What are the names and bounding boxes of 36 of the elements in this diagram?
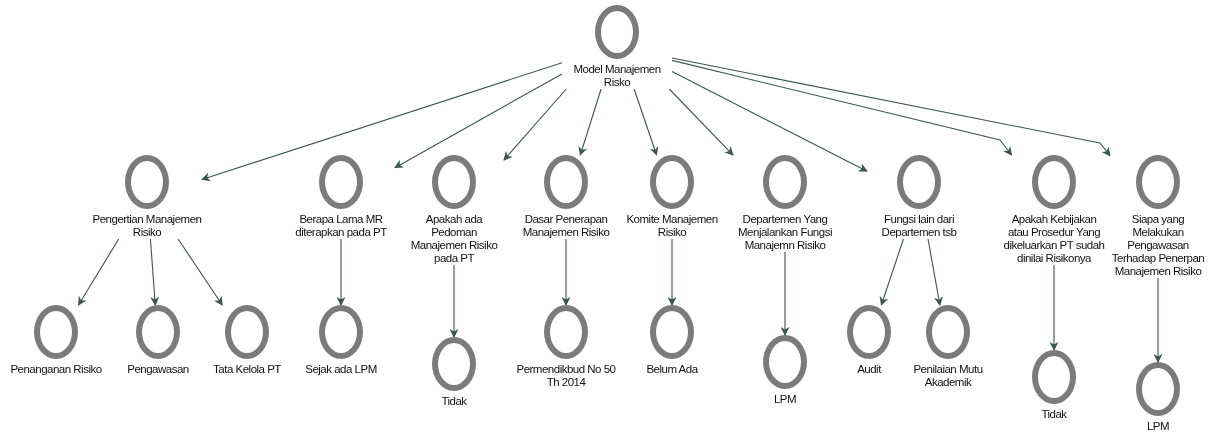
node-label: Permendikbud No 50 Th 2014 <box>516 363 616 389</box>
arrow <box>879 238 904 306</box>
node-label: Penanganan Risiko <box>10 363 102 376</box>
node-label: LPM <box>1146 420 1170 433</box>
node-label: Tata Kelola PT <box>213 363 281 376</box>
arrow <box>667 238 677 306</box>
arrow <box>671 59 1013 156</box>
arrow <box>561 238 571 306</box>
arrow <box>668 88 734 156</box>
arrow <box>1049 264 1059 351</box>
node-label: Tidak <box>441 395 467 408</box>
node-label: Pengawasan <box>127 363 189 376</box>
arrow <box>1153 277 1163 363</box>
arrow <box>578 88 602 156</box>
arrow <box>77 238 120 306</box>
arrow <box>671 71 868 172</box>
node-label: Belum Ada <box>646 363 698 376</box>
arrow <box>780 251 790 336</box>
node-label: Model Manajemen Risko <box>562 63 672 89</box>
arrow <box>149 238 160 306</box>
arrow <box>449 264 459 338</box>
arrow <box>201 62 563 182</box>
arrow <box>633 88 659 156</box>
arrow <box>177 238 223 306</box>
node-label: Siapa yang Melakukan Pengawasan Terhadap Penerpan Manajemen Risiko <box>1110 213 1206 278</box>
node-label: Apakah Kebijakan atau Prosedur Yang dikeluarkan PT sudah dinilai Risikonya <box>1002 213 1106 265</box>
node-label: Pengertian Manajemen Risiko <box>92 213 202 239</box>
arrow <box>927 238 943 306</box>
arrow <box>671 57 1111 157</box>
arrow <box>336 238 346 306</box>
arrow <box>503 88 567 161</box>
node-label: Audit <box>857 363 881 376</box>
node-label: Tidak <box>1041 408 1067 421</box>
node-label: LPM <box>773 393 797 406</box>
arrow <box>394 73 563 169</box>
node-label: Sejak ada LPM <box>305 363 377 376</box>
